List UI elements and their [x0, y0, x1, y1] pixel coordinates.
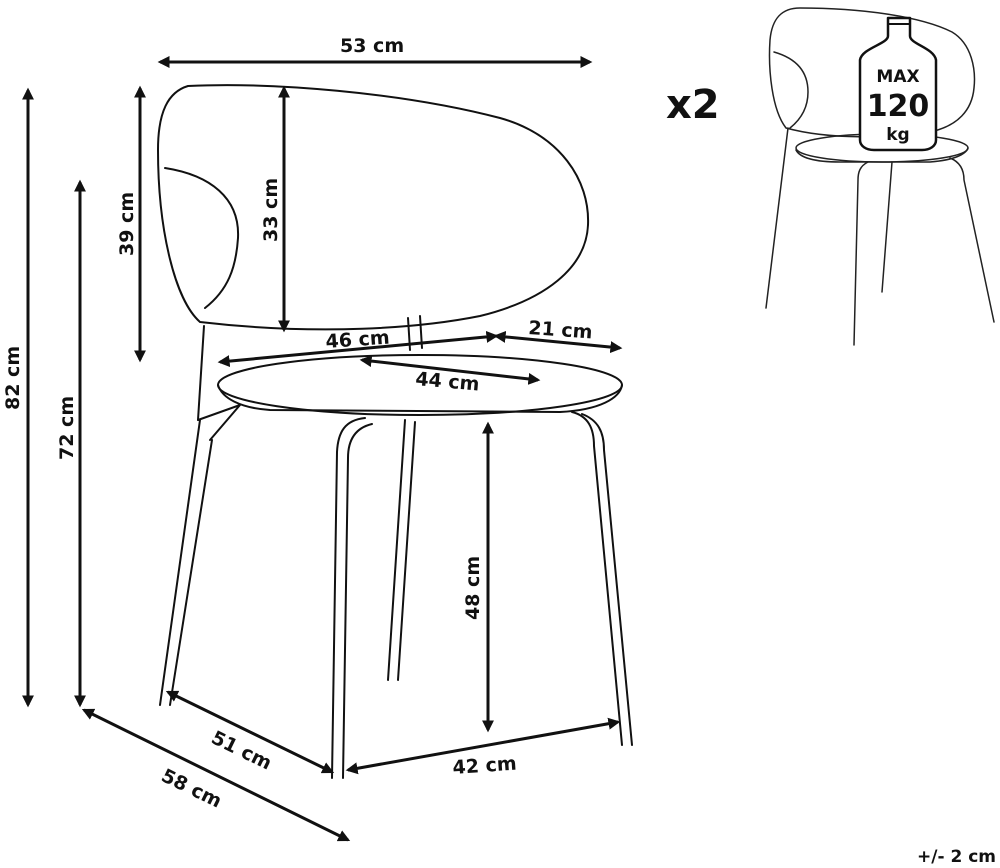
max-load-line2: 120	[867, 89, 930, 124]
thumb-leg-front-right	[949, 157, 995, 323]
label-back-outer: 39 cm	[116, 192, 138, 256]
frame-brace	[197, 404, 241, 441]
max-load-badge: MAX 120 kg	[858, 16, 938, 152]
max-load-line1: MAX	[876, 67, 919, 87]
label-seat-height: 48 cm	[462, 556, 484, 620]
tolerance-note: +/- 2 cm	[917, 847, 996, 867]
label-total-depth: 58 cm	[158, 765, 225, 813]
leg-back-right	[387, 419, 406, 681]
thumb-leg-back-left	[765, 127, 789, 309]
leg-front-left	[331, 417, 366, 779]
dimension-arrows	[22, 56, 623, 842]
label-top-width: 53 cm	[340, 35, 404, 57]
label-base-depth: 51 cm	[208, 727, 275, 775]
max-load-line3: kg	[886, 125, 909, 145]
arrow-seat-depth-side	[493, 330, 623, 354]
label-total-height: 82 cm	[2, 346, 24, 410]
arrow-seat-width-back	[217, 330, 499, 368]
arrow-total-depth	[81, 708, 351, 842]
label-seat-width: 44 cm	[415, 368, 481, 396]
leg-front-right-inner	[581, 413, 633, 746]
leg-front-left-inner	[342, 423, 373, 779]
label-arm-height: 72 cm	[56, 396, 78, 460]
dimension-labels: 53 cm 82 cm 72 cm 39 cm 33 cm 46 cm 21 c…	[2, 35, 593, 813]
thumb-backrest-inner	[773, 51, 809, 129]
label-base-width: 42 cm	[452, 753, 518, 779]
back-post-left	[197, 325, 205, 421]
leg-back-left	[159, 419, 201, 706]
backrest-inner	[164, 167, 240, 309]
seat-side	[217, 384, 623, 413]
label-back-inner: 33 cm	[260, 178, 282, 242]
label-seat-width-back: 46 cm	[325, 327, 391, 353]
load-bottle-icon	[858, 16, 938, 152]
backrest-outer	[157, 84, 590, 331]
leg-back-right-inner	[397, 421, 416, 681]
thumb-leg-front-left	[853, 161, 869, 346]
quantity-label: x2	[666, 82, 720, 128]
leg-back-left-inner	[169, 439, 213, 706]
leg-front-right	[571, 411, 623, 746]
label-seat-depth-side: 21 cm	[528, 317, 594, 343]
thumb-seat-side	[795, 147, 969, 163]
arrow-seat-width	[359, 355, 541, 385]
main-chair-drawing	[157, 84, 633, 779]
thumb-leg-back-right	[881, 161, 893, 293]
arrow-base-width	[345, 717, 621, 775]
